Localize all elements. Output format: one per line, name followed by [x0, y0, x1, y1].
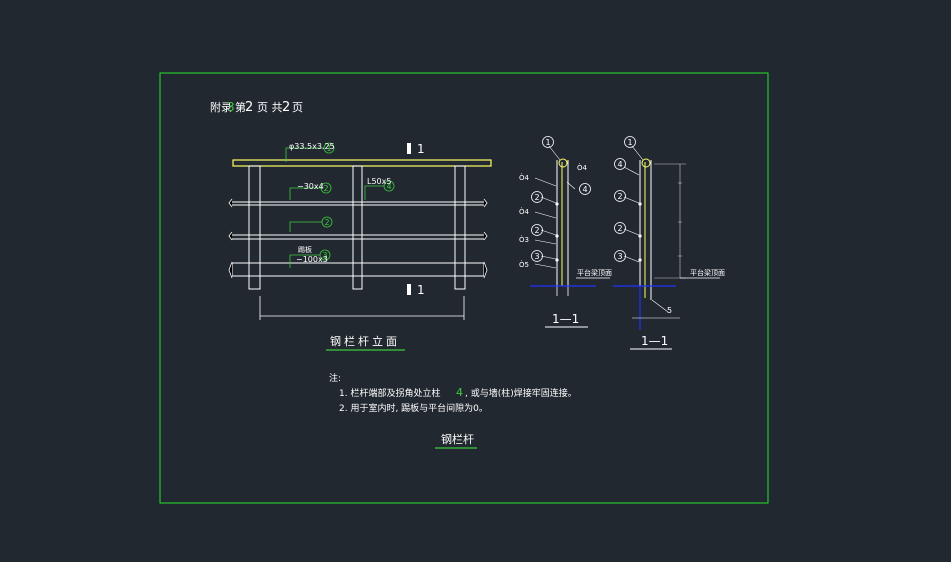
pipe-label: φ33.5x3.25: [289, 142, 335, 151]
drawing-frame: [159, 72, 769, 504]
sheet-header: 附录 3 第 2 页 共 2 页: [210, 100, 303, 115]
elevation-leaders: [285, 147, 384, 268]
section-right-bubble-1: 1: [627, 138, 632, 147]
section-left: 平台梁顶面 1 4 2 2 3 Ò4 Ò4 Ò3: [519, 136, 612, 328]
header-num: 3: [227, 100, 235, 114]
note-line-1: 1. 栏杆端部及拐角处立柱: [339, 387, 440, 399]
post-middle: [352, 165, 363, 290]
break-marks: [228, 198, 488, 279]
note-line-2: 2. 用于室内时, 踢板与平台间隙为0。: [339, 402, 488, 414]
section-right-level: 平台梁顶面: [690, 268, 725, 277]
section-left-welds: [555, 202, 559, 262]
section-left-title: 1—1: [552, 312, 579, 326]
section-right-bubble-2b: 2: [617, 224, 622, 233]
dimension-line: [259, 296, 465, 320]
plate-label: −100x3: [296, 255, 328, 264]
bubble-2-b: 2: [324, 218, 329, 227]
section-right: 平台梁顶面 5 1 4 2 2 3 1—1: [613, 136, 725, 350]
section-mark-top: 1: [417, 142, 425, 156]
note-line-1-rest: , 或与墙(柱)焊接牢固连接。: [465, 387, 577, 399]
kick-plate: [231, 262, 485, 277]
section-left-bubble-1: 1: [545, 138, 550, 147]
section-right-bubble-2a: 2: [617, 192, 622, 201]
intermediate-rails: [232, 201, 484, 240]
plate-top-label: 踢板: [298, 245, 312, 254]
header-prefix: 附录: [210, 100, 232, 114]
header-total-text: 页 共: [257, 101, 283, 114]
section-left-bubble-3: 3: [534, 252, 539, 261]
handrail-pipe: [232, 159, 492, 167]
header-suffix: 页: [292, 101, 303, 114]
section-left-bubble-2b: 2: [534, 226, 539, 235]
bubble-2-a: 2: [323, 184, 328, 193]
section-mark-bottom: 1: [417, 283, 425, 297]
bubble-4: 4: [386, 182, 391, 191]
section-left-ann-5: Ò5: [519, 260, 529, 269]
section-left-bubble-4: 4: [582, 185, 587, 194]
header-page-num: 2: [245, 100, 253, 115]
section-left-ann-1: Ò4: [519, 173, 530, 182]
section-right-bubble-3: 3: [617, 252, 622, 261]
railing-elevation: 1 1 1 2 4 2 3 φ33.5x3.25 −30x4 L: [228, 142, 492, 351]
section-left-ann-4: Ò3: [519, 235, 529, 244]
section-left-level: 平台梁顶面: [577, 268, 612, 277]
drawing-title: 钢栏杆: [441, 432, 474, 446]
bubble-1: 1: [326, 144, 331, 153]
section-left-bubble-2a: 2: [534, 193, 539, 202]
section-right-title: 1—1: [641, 334, 668, 348]
section-right-bubble-4: 4: [617, 160, 622, 169]
section-cut-bottom: [407, 284, 411, 295]
angle-label: L50x5: [367, 177, 391, 186]
elevation-bubbles: 1 2 4 2 3: [319, 142, 395, 261]
section-left-ann-top: Ò4: [577, 163, 588, 172]
note-line-1-num: 4: [456, 386, 463, 399]
bar-label: −30x4: [297, 182, 324, 191]
section-right-dim: 5: [667, 306, 672, 315]
elevation-title: 钢栏杆立面: [330, 334, 400, 348]
notes-block: 注: 1. 栏杆端部及拐角处立柱 4 , 或与墙(柱)焊接牢固连接。 2. 用于…: [329, 372, 577, 414]
notes-heading: 注:: [329, 372, 341, 384]
post-left: [248, 165, 261, 290]
post-right: [454, 165, 466, 290]
bubble-3: 3: [322, 251, 327, 260]
section-cut-top: [407, 143, 411, 154]
header-page-text: 第: [235, 100, 246, 114]
header-total-num: 2: [282, 100, 290, 115]
section-left-ann-2: Ò4: [519, 207, 530, 216]
